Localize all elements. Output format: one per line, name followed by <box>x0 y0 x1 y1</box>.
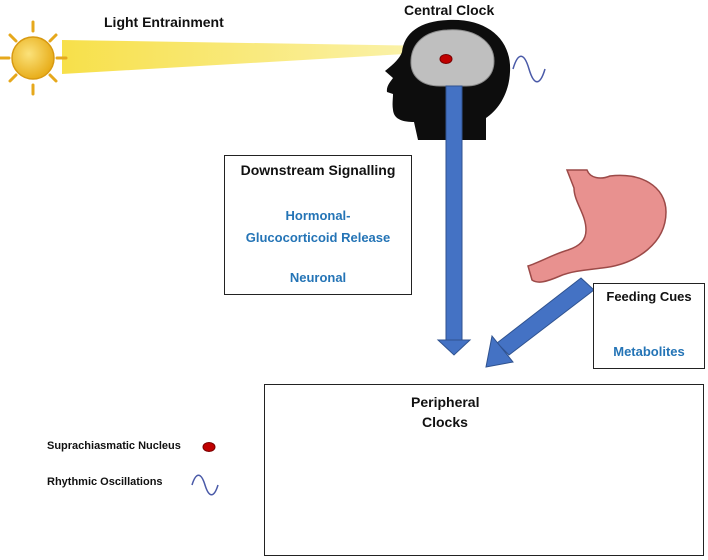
legend-scn-label: Suprachiasmatic Nucleus <box>47 440 181 452</box>
legend-rhythm-label: Rhythmic Oscillations <box>47 476 163 488</box>
neuronal-label: Neuronal <box>289 270 347 285</box>
brain <box>410 29 495 87</box>
sun-icon <box>0 20 68 96</box>
light-entrainment-label: Light Entrainment <box>104 14 224 30</box>
stomach-icon <box>527 169 667 283</box>
metabolites-label: Metabolites <box>613 344 685 359</box>
feeding-title: Feeding Cues <box>606 289 692 304</box>
downstream-title: Downstream Signalling <box>240 162 396 178</box>
legend-wave-icon <box>191 474 219 496</box>
legend-scn-dot <box>202 442 216 452</box>
scn-dot <box>439 54 453 64</box>
feeding-arrow <box>485 277 595 368</box>
peripheral-label-line2: Clocks <box>422 414 468 430</box>
peripheral-clocks-box: Peripheral Clocks <box>264 384 704 556</box>
glucocorticoid-label: Glucocorticoid Release <box>245 230 391 245</box>
downstream-signalling-box: Downstream Signalling Hormonal- Glucocor… <box>224 155 412 295</box>
central-clock-label: Central Clock <box>404 2 495 18</box>
central-arrow <box>436 85 472 356</box>
central-wave-icon <box>512 55 546 83</box>
feeding-cues-box: Feeding Cues Metabolites <box>593 283 705 369</box>
hormonal-label: Hormonal- <box>285 208 351 223</box>
light-beam <box>62 40 440 74</box>
peripheral-label-line1: Peripheral <box>411 394 480 410</box>
